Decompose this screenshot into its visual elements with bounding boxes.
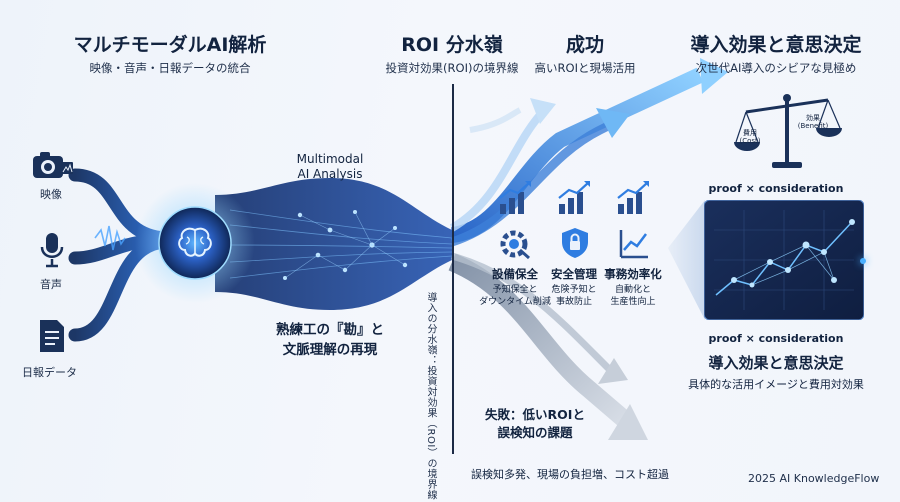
success-item-1-desc2: ダウンタイム削減: [479, 297, 551, 307]
success-item-3-desc1: 自動化と: [614, 285, 652, 295]
brain-icon: [177, 226, 213, 264]
roi-title: ROI 分水嶺: [401, 34, 503, 56]
decision-subtitle: 次世代AI導入のシビアな見極め: [695, 61, 857, 75]
expert-intuition-line1: 熟練工の『勘』と: [276, 322, 384, 338]
decision-bottom-title: 導入効果と意思決定: [708, 354, 844, 372]
multimodal-label-line2: AI Analysis: [297, 167, 363, 181]
multimodal-subtitle: 映像・音声・日報データの統合: [89, 61, 251, 75]
failure-detail: 誤検知多発、現場の負担増、コスト超過: [471, 468, 669, 481]
balance-scale-icon: [732, 90, 842, 176]
decision-title: 導入効果と意思決定: [690, 34, 862, 56]
success-title: 成功: [565, 34, 605, 56]
expert-intuition-line2: 文脈理解の再現: [282, 342, 378, 358]
success-item-3-desc2: 生産性向上: [610, 297, 656, 307]
roi-divider-line: [452, 84, 454, 454]
input-label-report: 日報データ: [22, 366, 77, 379]
failure-title-line2: 誤検知の課題: [497, 425, 573, 440]
analysis-network-panel: [704, 200, 864, 320]
scale-cost-label2: (Cost): [739, 137, 761, 145]
shield-lock-icon: [560, 226, 590, 264]
proof-label-top: proof × consideration: [708, 182, 844, 195]
success-subtitle: 高いROIと現場活用: [534, 61, 636, 75]
scale-benefit-label2: (Benefit): [797, 122, 829, 130]
decision-bottom-subtitle: 具体的な活用イメージと費用対効果: [688, 378, 864, 391]
success-item-2-desc2: 事故防止: [555, 297, 593, 307]
input-label-video: 映像: [40, 188, 62, 201]
success-item-1-title: 設備保全: [492, 267, 538, 281]
gear-wrench-icon: [498, 228, 532, 264]
multimodal-title: マルチモーダルAI解析: [73, 34, 267, 56]
proof-label-bottom: proof × consideration: [708, 332, 844, 345]
credit-text: 2025 AI KnowledgeFlow: [748, 472, 880, 485]
roi-subtitle: 投資対効果(ROI)の境界線: [385, 61, 519, 75]
bar-chart-up-icon: [498, 180, 532, 220]
camera-icon: [32, 150, 74, 184]
microphone-icon: [40, 232, 64, 272]
roi-vertical-label: 導入の分水嶺：投資対効果（ROI）の境界線: [425, 292, 436, 501]
bar-chart-up-icon: [616, 180, 650, 220]
multimodal-label-line1: Multimodal: [296, 152, 364, 166]
success-item-2-title: 安全管理: [551, 267, 597, 281]
success-item-1-desc1: 予知保全と: [492, 285, 538, 295]
scale-benefit-label1: 効果: [806, 114, 820, 122]
failure-title-line1: 失敗：低いROIと: [485, 407, 585, 422]
glow-dot: [860, 258, 866, 264]
document-icon: [38, 318, 66, 358]
chart-trend-icon: [618, 228, 650, 264]
input-label-audio: 音声: [40, 278, 62, 291]
success-item-3-title: 事務効率化: [604, 267, 662, 281]
bar-chart-up-icon: [557, 180, 591, 220]
success-item-2-desc1: 危険予知と: [551, 285, 597, 295]
scale-cost-label1: 費用: [743, 129, 757, 137]
